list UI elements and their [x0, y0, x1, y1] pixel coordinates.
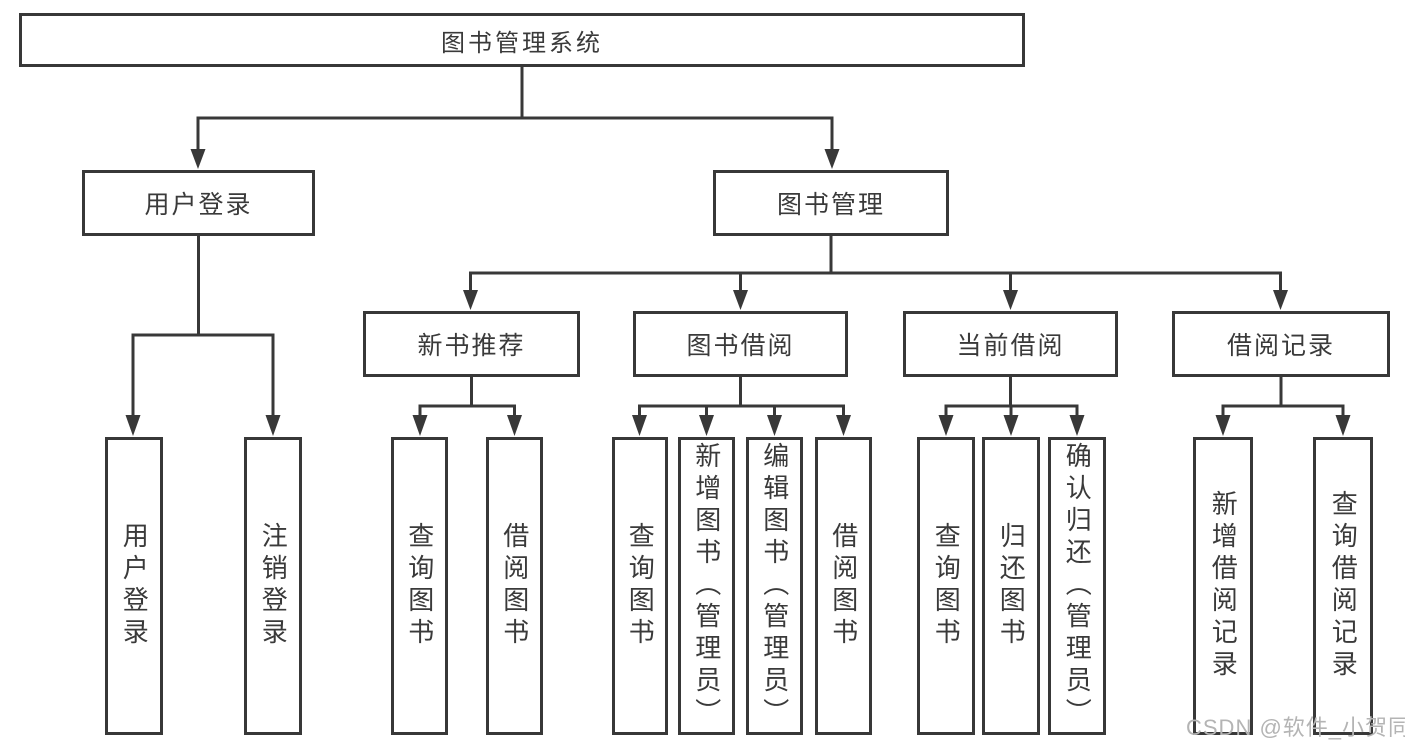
node-label: 查询图书: [625, 522, 656, 650]
node-label: 用户登录: [119, 522, 150, 650]
node-new-book-recommend: 新书推荐: [363, 311, 580, 377]
node-label: 新增借阅记录: [1208, 490, 1239, 682]
leaf-query-books-current: 查询图书: [917, 437, 975, 735]
node-label: 确认归还（管理员）: [1062, 442, 1093, 730]
node-label: 借阅记录: [1226, 332, 1335, 360]
node-label: 注销登录: [258, 522, 289, 650]
node-book-management: 图书管理: [713, 170, 949, 236]
node-label: 当前借阅: [956, 332, 1065, 360]
node-label: 图书管理: [776, 191, 885, 219]
csdn-watermark: CSDN @软件_小贺同学: [1186, 715, 1405, 740]
leaf-borrow-books-recommend: 借阅图书: [486, 437, 543, 735]
leaf-return-book: 归还图书: [982, 437, 1040, 735]
connector-userlogin-to-leaves: [131, 236, 275, 416]
node-label: 新增图书（管理员）: [691, 442, 722, 730]
leaf-add-borrow-record: 新增借阅记录: [1193, 437, 1253, 735]
node-label: 借阅图书: [828, 522, 859, 650]
node-label: 查询图书: [931, 522, 962, 650]
node-book-borrow: 图书借阅: [633, 311, 848, 377]
leaf-edit-book-admin: 编辑图书（管理员）: [746, 437, 803, 735]
leaf-logout: 注销登录: [244, 437, 302, 735]
connector-recommend-to-leaves: [418, 377, 516, 416]
node-label: 查询图书: [404, 522, 435, 650]
leaf-query-books-borrow: 查询图书: [612, 437, 668, 735]
node-label: 归还图书: [996, 522, 1027, 650]
connector-root-to-level2: [196, 67, 834, 150]
node-label: 查询借阅记录: [1328, 490, 1359, 682]
node-current-borrow: 当前借阅: [903, 311, 1118, 377]
leaf-user-login: 用户登录: [105, 437, 163, 735]
arrow-down-icons: [125, 149, 1351, 436]
leaf-add-book-admin: 新增图书（管理员）: [678, 437, 735, 735]
node-label: 编辑图书（管理员）: [759, 442, 790, 730]
node-label: 借阅图书: [499, 522, 530, 650]
node-label: 图书借阅: [686, 332, 795, 360]
leaf-query-books-recommend: 查询图书: [391, 437, 448, 735]
connector-current-to-leaves: [944, 377, 1079, 416]
leaf-confirm-return-admin: 确认归还（管理员）: [1048, 437, 1106, 735]
node-root: 图书管理系统: [19, 13, 1025, 67]
node-label: 图书管理系统: [441, 29, 603, 57]
connector-borrow-to-leaves: [638, 377, 845, 416]
leaf-query-borrow-record: 查询借阅记录: [1313, 437, 1373, 735]
node-label: 用户登录: [144, 191, 253, 219]
connector-bookmgmt-to-level3: [469, 236, 1282, 291]
node-user-login: 用户登录: [82, 170, 315, 236]
leaf-borrow-books-borrow: 借阅图书: [815, 437, 872, 735]
connector-records-to-leaves: [1221, 377, 1345, 416]
node-borrow-records: 借阅记录: [1172, 311, 1390, 377]
node-label: 新书推荐: [417, 332, 526, 360]
